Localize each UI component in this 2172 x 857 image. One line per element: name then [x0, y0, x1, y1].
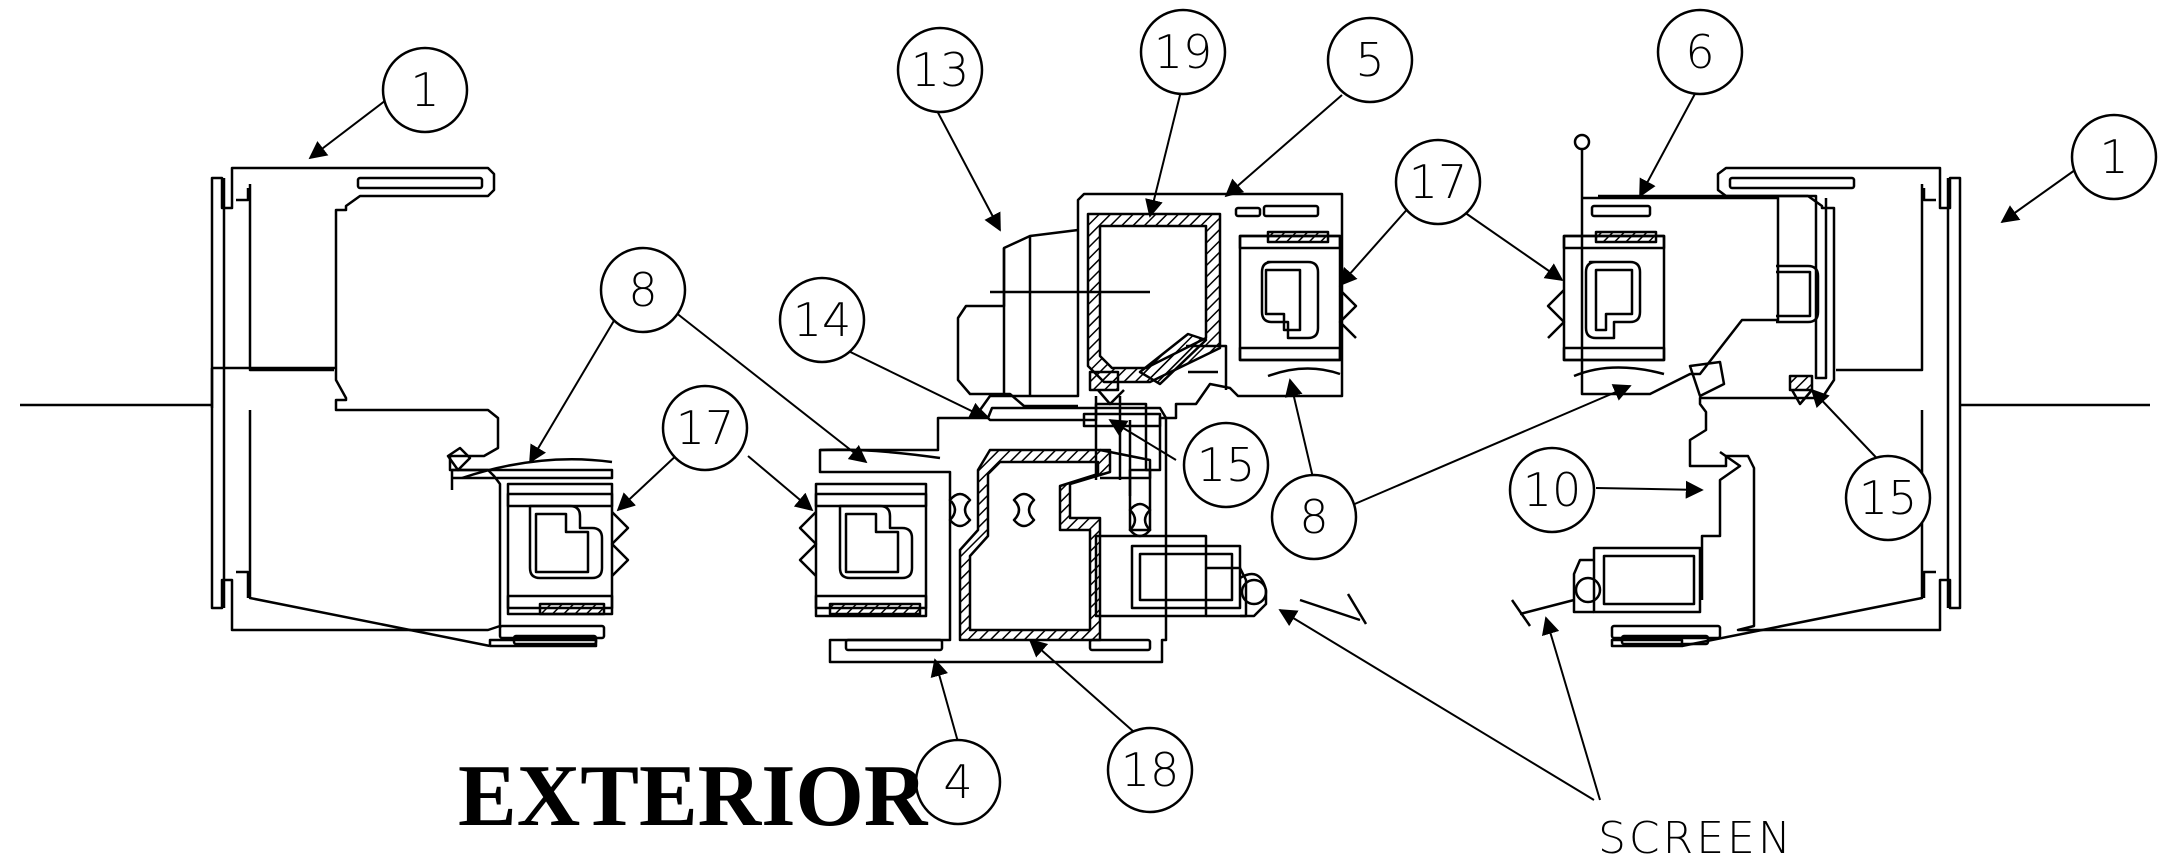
callout-circle	[778, 276, 866, 364]
callout-number: 6	[1685, 25, 1714, 79]
callout-circle	[896, 26, 984, 114]
callout-c17-top: 17	[1394, 138, 1482, 226]
callout-circle	[1139, 8, 1227, 96]
callout-c8-left: 8	[599, 246, 687, 334]
left-sash-glass	[446, 446, 630, 616]
callout-circle	[914, 738, 1002, 826]
callout-number: 8	[628, 263, 657, 317]
callout-c14: 14	[778, 276, 866, 364]
callout-circle	[1656, 8, 1744, 96]
callout-number: 19	[1154, 25, 1213, 79]
callout-c15-right: 15	[1844, 454, 1932, 542]
screen-label: SCREEN	[1598, 813, 1794, 857]
callout-c15-center: 15	[1182, 421, 1270, 509]
callout-c8-center: 8	[1270, 473, 1358, 561]
callout-c17-left: 17	[661, 384, 749, 472]
right-jamb-frame	[1510, 133, 2150, 648]
callout-circle	[1844, 454, 1932, 542]
callout-circle	[1394, 138, 1482, 226]
exterior-label: EXTERIOR	[458, 748, 929, 845]
callout-circle	[1508, 446, 1596, 534]
callout-number: 1	[410, 63, 439, 117]
callout-number: 15	[1859, 471, 1918, 525]
callout-number: 13	[911, 43, 970, 97]
callout-c6: 6	[1656, 8, 1744, 96]
callout-c5: 5	[1326, 16, 1414, 104]
callout-c1-left: 1	[381, 46, 469, 134]
callout-circle	[1326, 16, 1414, 104]
leader-lines	[308, 82, 2083, 801]
callout-circle	[599, 246, 687, 334]
callout-number: 8	[1299, 490, 1328, 544]
callout-number: 10	[1523, 463, 1582, 517]
callout-number: 17	[676, 401, 735, 455]
callout-number: 17	[1409, 155, 1468, 209]
callout-c4: 4	[914, 738, 1002, 826]
callout-circle	[661, 384, 749, 472]
center-upper-sash	[956, 192, 1358, 496]
left-jamb-frame	[20, 166, 606, 648]
callout-number: 5	[1355, 33, 1384, 87]
callout-circle	[2070, 113, 2158, 201]
callout-number: 4	[943, 755, 972, 809]
callout-circle	[381, 46, 469, 134]
callout-c18: 18	[1106, 726, 1194, 814]
callout-circle	[1182, 421, 1270, 509]
callout-number: 14	[793, 293, 852, 347]
callouts: 1 13 19 5 6 1 17 8 14 17 15 8 10 15 4 18	[381, 8, 2158, 826]
callout-number: 15	[1197, 438, 1256, 492]
callout-number: 1	[2099, 130, 2128, 184]
callout-circle	[1270, 473, 1358, 561]
callout-c10: 10	[1508, 446, 1596, 534]
callout-number: 18	[1121, 743, 1180, 797]
callout-c13: 13	[896, 26, 984, 114]
callout-c19: 19	[1139, 8, 1227, 96]
callout-c1-right: 1	[2070, 113, 2158, 201]
center-lower-sash	[798, 406, 1368, 664]
callout-circle	[1106, 726, 1194, 814]
